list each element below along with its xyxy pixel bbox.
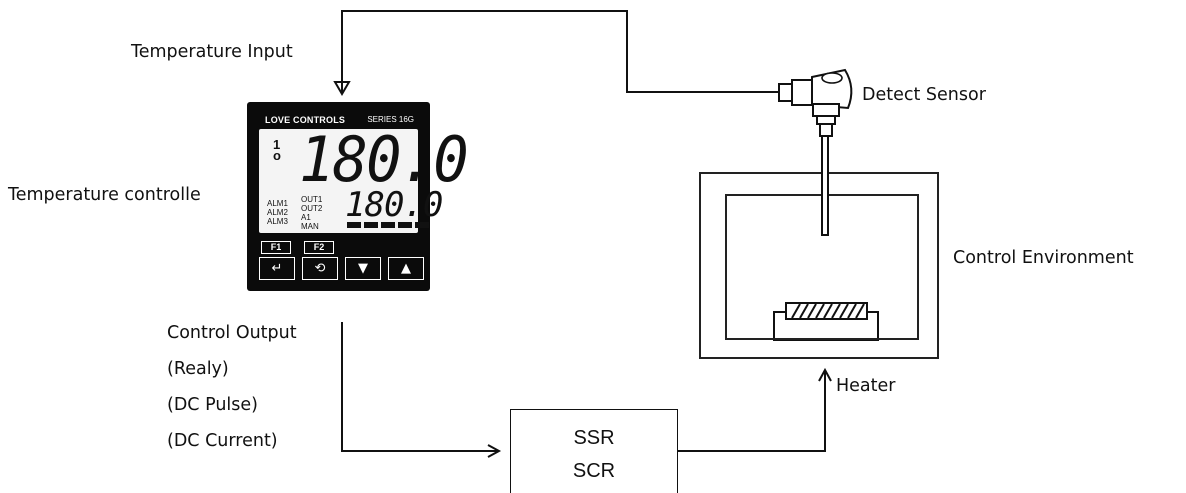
controller-brand: LOVE CONTROLS xyxy=(265,115,346,125)
temperature-input-arrowhead xyxy=(333,81,351,96)
f1-key[interactable]: F1 xyxy=(261,241,291,254)
scr-label: SCR xyxy=(572,460,616,482)
control-environment-label: Control Environment xyxy=(953,248,1134,268)
status-bars xyxy=(347,222,429,228)
f2-key[interactable]: F2 xyxy=(304,241,334,254)
heater-element-icon xyxy=(773,302,879,341)
control-output-label: Control Output xyxy=(167,323,297,343)
sensor-probe xyxy=(821,135,829,236)
temperature-controller-label: Temperature controlle xyxy=(8,185,201,205)
output-labels: OUT1 OUT2 A1 MAN xyxy=(301,195,323,231)
output-relay-label: (Realy) xyxy=(167,359,229,379)
pv-display: 180.0 xyxy=(299,123,469,196)
output-dc-current-label: (DC Current) xyxy=(167,431,278,451)
heater-wire xyxy=(678,372,826,452)
up-button[interactable]: ▲ xyxy=(388,257,424,280)
cycle-button[interactable]: ⟲ xyxy=(302,257,338,280)
detect-sensor-label: Detect Sensor xyxy=(862,85,986,105)
feedback-wire xyxy=(341,10,779,93)
temperature-input-label: Temperature Input xyxy=(131,42,293,62)
controller-series: SERIES 16G xyxy=(367,115,414,124)
heater-label: Heater xyxy=(836,376,896,396)
ssr-input-arrowhead xyxy=(487,444,502,458)
sv-display: 180.0 xyxy=(345,185,443,225)
ssr-label: SSR xyxy=(573,427,615,449)
control-environment-outer-box xyxy=(699,172,939,359)
down-button[interactable]: ▼ xyxy=(345,257,381,280)
enter-button[interactable]: ↵ xyxy=(259,257,295,280)
output-dc-pulse-label: (DC Pulse) xyxy=(167,395,258,415)
control-output-wire xyxy=(341,322,498,452)
heater-arrowhead xyxy=(818,367,832,382)
ssr-scr-box: SSR SCR xyxy=(510,409,678,493)
alarm-labels: ALM1 ALM2 ALM3 xyxy=(267,199,288,226)
